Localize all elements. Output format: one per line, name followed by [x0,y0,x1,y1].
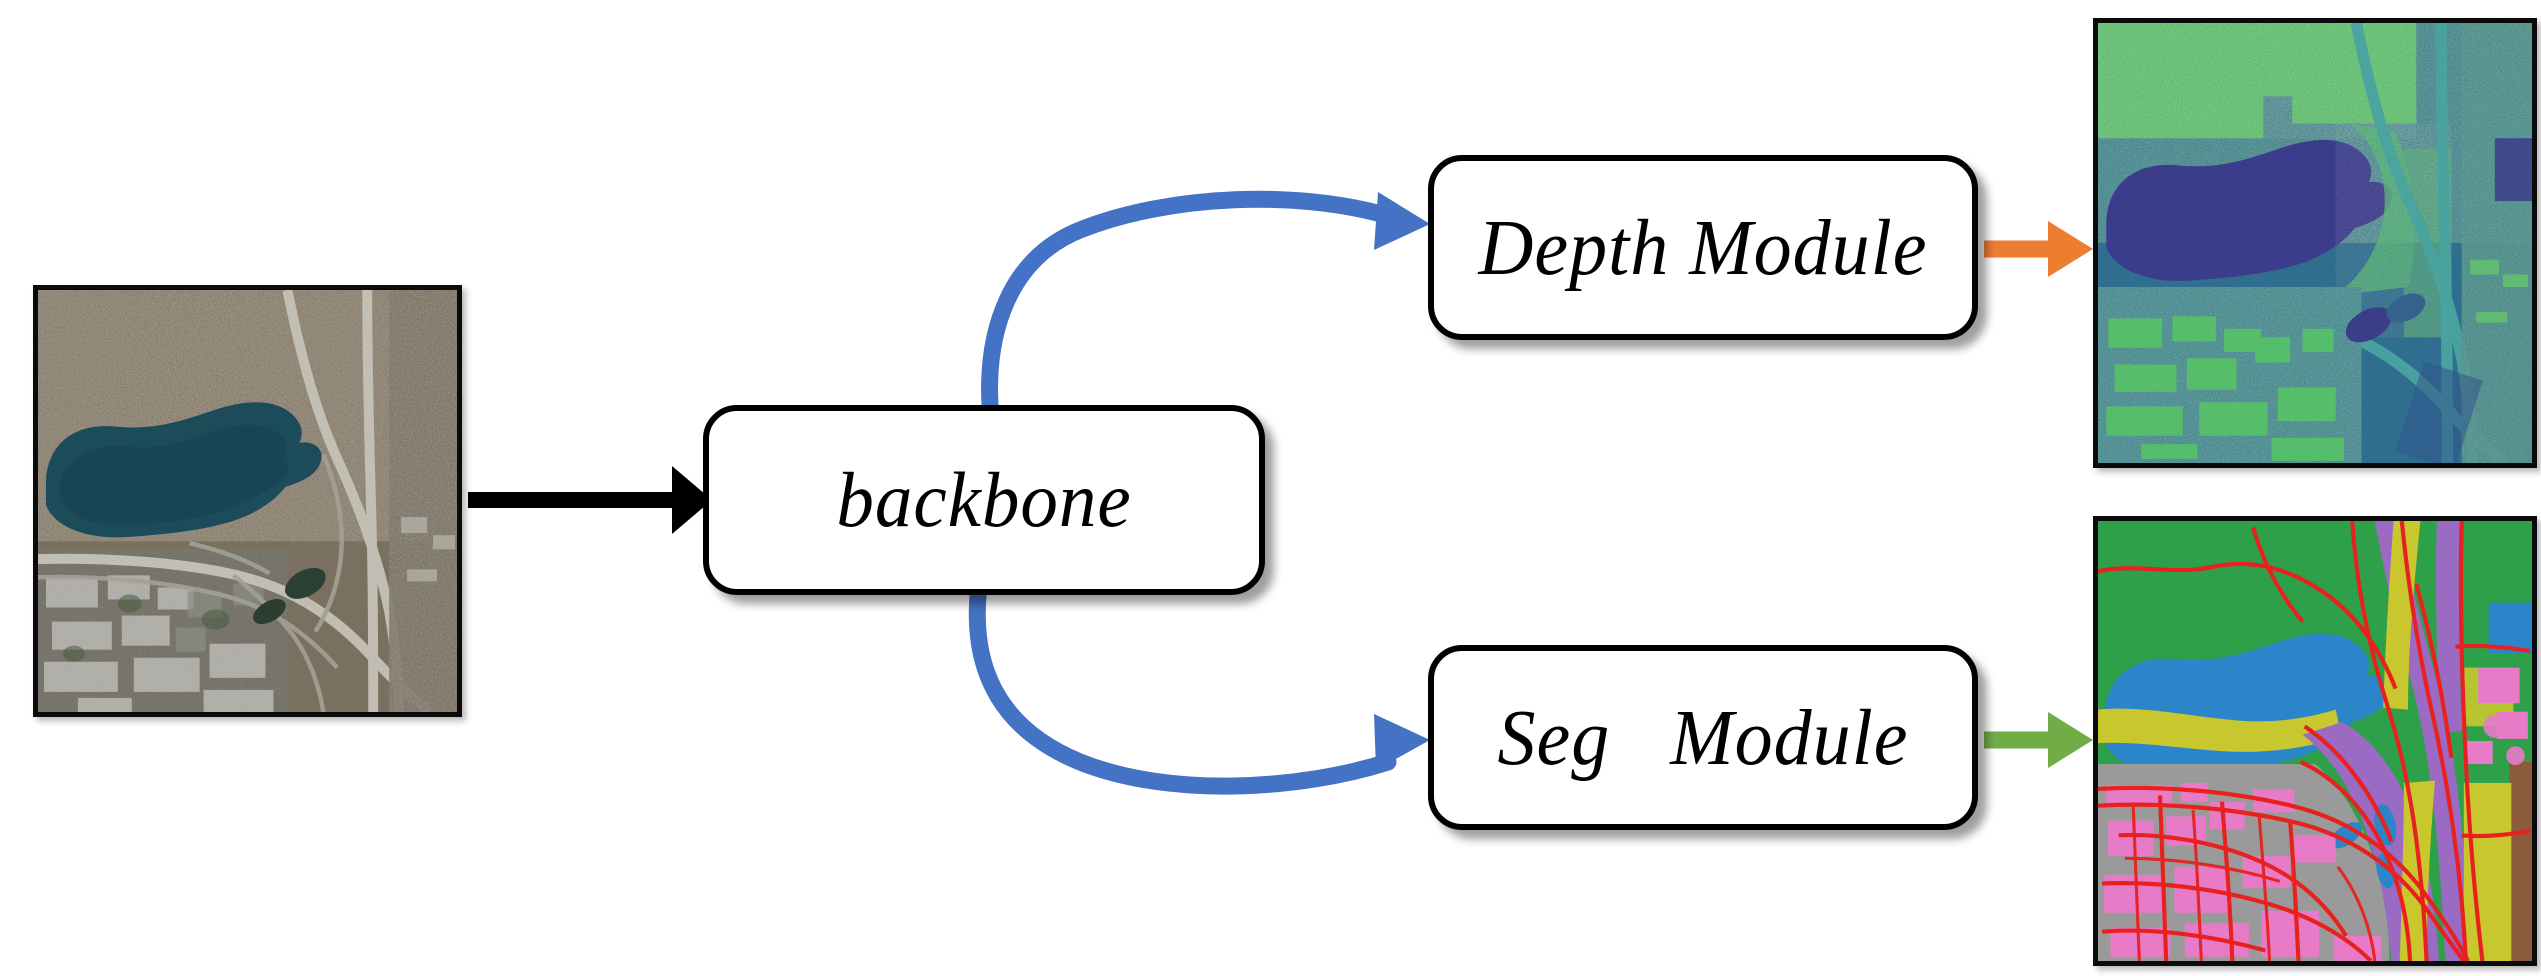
segmentation-prediction-map[interactable] [2093,516,2537,966]
arrow-input-to-backbone [468,466,712,534]
input-aerial-image[interactable] [33,285,462,717]
seg-module-label: Seg Module [1497,693,1909,782]
depth-prediction-map[interactable] [2093,18,2537,468]
seg-module-box[interactable]: Seg Module [1428,645,1978,830]
arrow-backbone-to-seg [968,587,1430,795]
backbone-module-box[interactable]: backbone [703,405,1265,595]
depth-prediction-render [2098,23,2532,463]
segmentation-prediction-render [2098,521,2532,961]
arrow-backbone-to-depth [981,190,1430,414]
backbone-label: backbone [836,456,1132,544]
arrow-seg-to-output [1984,712,2093,768]
depth-module-label: Depth Module [1478,203,1928,292]
depth-module-box[interactable]: Depth Module [1428,155,1978,340]
arrow-depth-to-output [1984,221,2093,277]
input-aerial-image-render [38,290,457,712]
